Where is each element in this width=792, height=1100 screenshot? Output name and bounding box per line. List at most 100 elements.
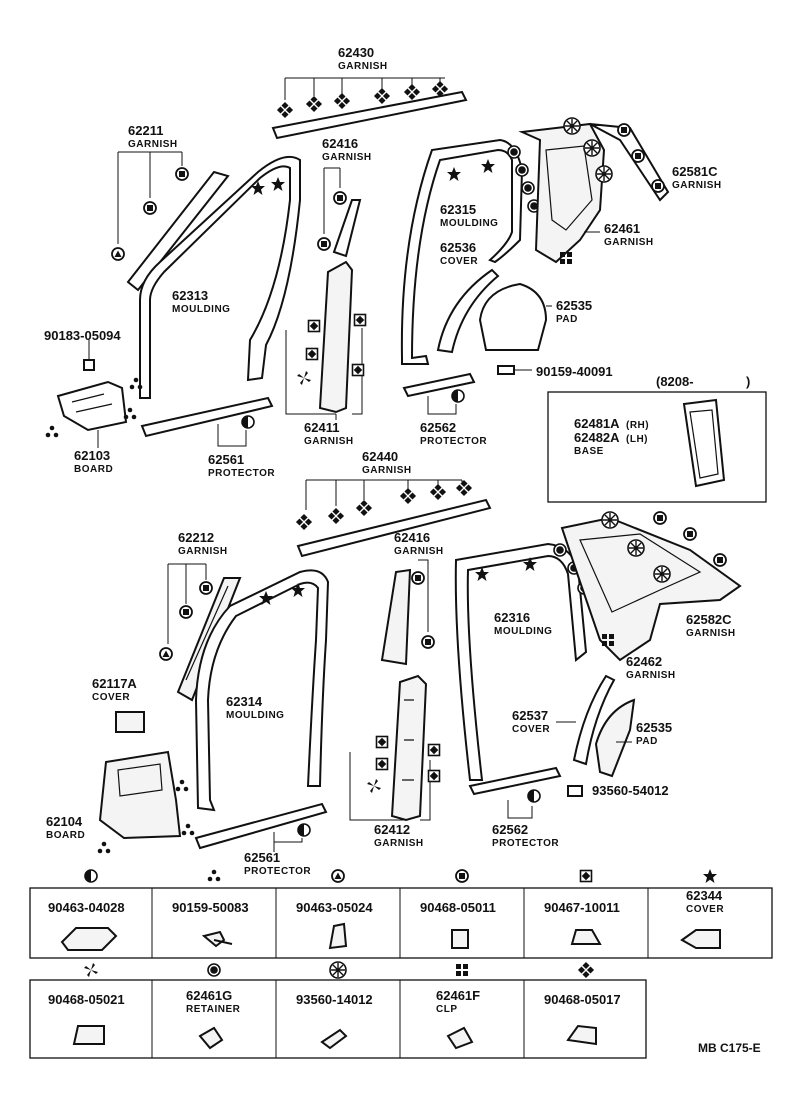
inset-part-lh-suffix: (LH)	[626, 434, 648, 445]
callout-labels: 62430 GARNISH 62211 GARNISH 62416 GARNIS…	[44, 45, 750, 877]
part-name: PAD	[556, 314, 578, 325]
scuff-protector-62561-lower	[194, 802, 328, 850]
clip-square-icon	[179, 605, 193, 619]
scuff-protector-62562-lower	[468, 766, 562, 796]
clip-square-icon	[411, 571, 425, 585]
cover-62536	[436, 268, 500, 354]
pillar-upper-garnish-62416	[332, 199, 362, 258]
part-number: 62313	[172, 288, 208, 303]
part-name: GARNISH	[686, 628, 736, 639]
legend-cell-5: 90467-10011	[544, 900, 620, 945]
inset-part-lh: 62482A	[574, 430, 620, 445]
part-name: GARNISH	[672, 180, 722, 191]
clip-diamond-icon	[351, 363, 365, 377]
part-number: 62461	[604, 221, 640, 236]
legend-grid: 90463-04028 90159-50083 90463-05024 9046…	[29, 869, 773, 1059]
diamond-square-icon	[579, 869, 593, 883]
clip-square-icon	[175, 167, 189, 181]
legend-part-name: CLP	[436, 1004, 458, 1015]
screw-illustration	[320, 1028, 348, 1050]
cover-62537	[572, 674, 616, 766]
clip-triangle-icon	[159, 647, 173, 661]
part-number: 62535	[636, 720, 672, 735]
part-name: GARNISH	[362, 465, 412, 476]
clip-illustration	[72, 1025, 105, 1045]
part-name: PROTECTOR	[420, 436, 487, 447]
rear-door-moulding-62316	[454, 542, 588, 781]
inset-part-rh: 62481A	[574, 416, 620, 431]
retainer-dot-icon	[521, 181, 535, 195]
legend-part-number: 90468-05021	[48, 992, 125, 1007]
part-number: 93560-54012	[592, 783, 669, 798]
legend-cell-7: 90468-05021	[48, 992, 125, 1045]
clip-illustration	[328, 922, 348, 950]
legend-cell-2: 90159-50083	[172, 900, 249, 948]
clip-illustration	[570, 929, 602, 945]
part-number: 62416	[322, 136, 358, 151]
part-name: GARNISH	[626, 670, 676, 681]
clip-illustration	[566, 1024, 597, 1046]
legend-part-number: 90159-50083	[172, 900, 249, 915]
legend-cell-1: 90463-04028	[48, 900, 125, 951]
cover-62117a	[115, 711, 145, 733]
clip-diamond-icon	[427, 743, 441, 757]
part-name: GARNISH	[128, 139, 178, 150]
screw-icon	[181, 823, 195, 836]
part-name: BOARD	[74, 464, 113, 475]
clip-square-icon	[713, 553, 727, 567]
part-name: PROTECTOR	[208, 468, 275, 479]
legend-part-number: 93560-14012	[296, 992, 373, 1007]
part-number: 90159-40091	[536, 364, 613, 379]
clip-diamond-icon	[375, 735, 389, 749]
clip-square-icon	[143, 201, 157, 215]
clip-triangle-icon	[111, 247, 125, 261]
center-pillar-garnish-62411	[318, 260, 354, 414]
screw-icon	[175, 779, 189, 792]
front-pillar-garnish-62211	[126, 170, 230, 292]
part-name: COVER	[92, 692, 130, 703]
pad-62535	[478, 282, 548, 351]
legend-part-number: 62461G	[186, 988, 232, 1003]
spoked-circle-icon	[329, 961, 347, 979]
part-number: 62562	[492, 822, 528, 837]
part-number: 62315	[440, 202, 476, 217]
clip-diamond-icon	[305, 347, 319, 361]
part-name: PROTECTOR	[244, 866, 311, 877]
part-number: 62561	[244, 850, 280, 865]
screw-90159	[497, 365, 515, 375]
clip-square-icon	[651, 179, 665, 193]
screw-spoked-icon	[653, 565, 671, 583]
legend-cell-10: 62461F CLP	[436, 988, 480, 1050]
screw-spoked-icon	[563, 117, 581, 135]
clip-half-icon	[297, 823, 311, 837]
legend-part-name: COVER	[686, 904, 724, 915]
screw-spoked-icon	[627, 539, 645, 557]
diagram-code: MB C175-E	[698, 1041, 761, 1055]
legend-part-name: RETAINER	[186, 1004, 241, 1015]
roof-garnish-62430	[271, 90, 468, 140]
part-name: GARNISH	[394, 546, 444, 557]
part-name: COVER	[440, 256, 478, 267]
part-name: PROTECTOR	[492, 838, 559, 849]
pinwheel-icon	[84, 963, 98, 977]
cover-illustration	[680, 929, 721, 949]
part-number: 90183-05094	[44, 328, 121, 343]
quad-diamond-icon	[577, 961, 595, 979]
legend-part-number: 90468-05017	[544, 992, 621, 1007]
part-name: COVER	[512, 724, 550, 735]
screw-icon	[97, 841, 111, 854]
part-name: GARNISH	[304, 436, 354, 447]
rear-door-moulding-62315	[400, 138, 524, 365]
screw-spoked-icon	[583, 139, 601, 157]
inset-part-rh-suffix: (RH)	[626, 420, 649, 431]
part-number: 62117A	[92, 676, 137, 691]
inset-header-close: )	[746, 374, 750, 389]
part-number: 62412	[374, 822, 410, 837]
part-name: GARNISH	[322, 152, 372, 163]
part-number: 62581C	[672, 164, 718, 179]
retainer-dot-icon	[553, 543, 567, 557]
part-number: 62582C	[686, 612, 732, 627]
clip-square-icon	[631, 149, 645, 163]
circle-square-icon	[455, 869, 469, 883]
part-name: MOULDING	[440, 218, 498, 229]
